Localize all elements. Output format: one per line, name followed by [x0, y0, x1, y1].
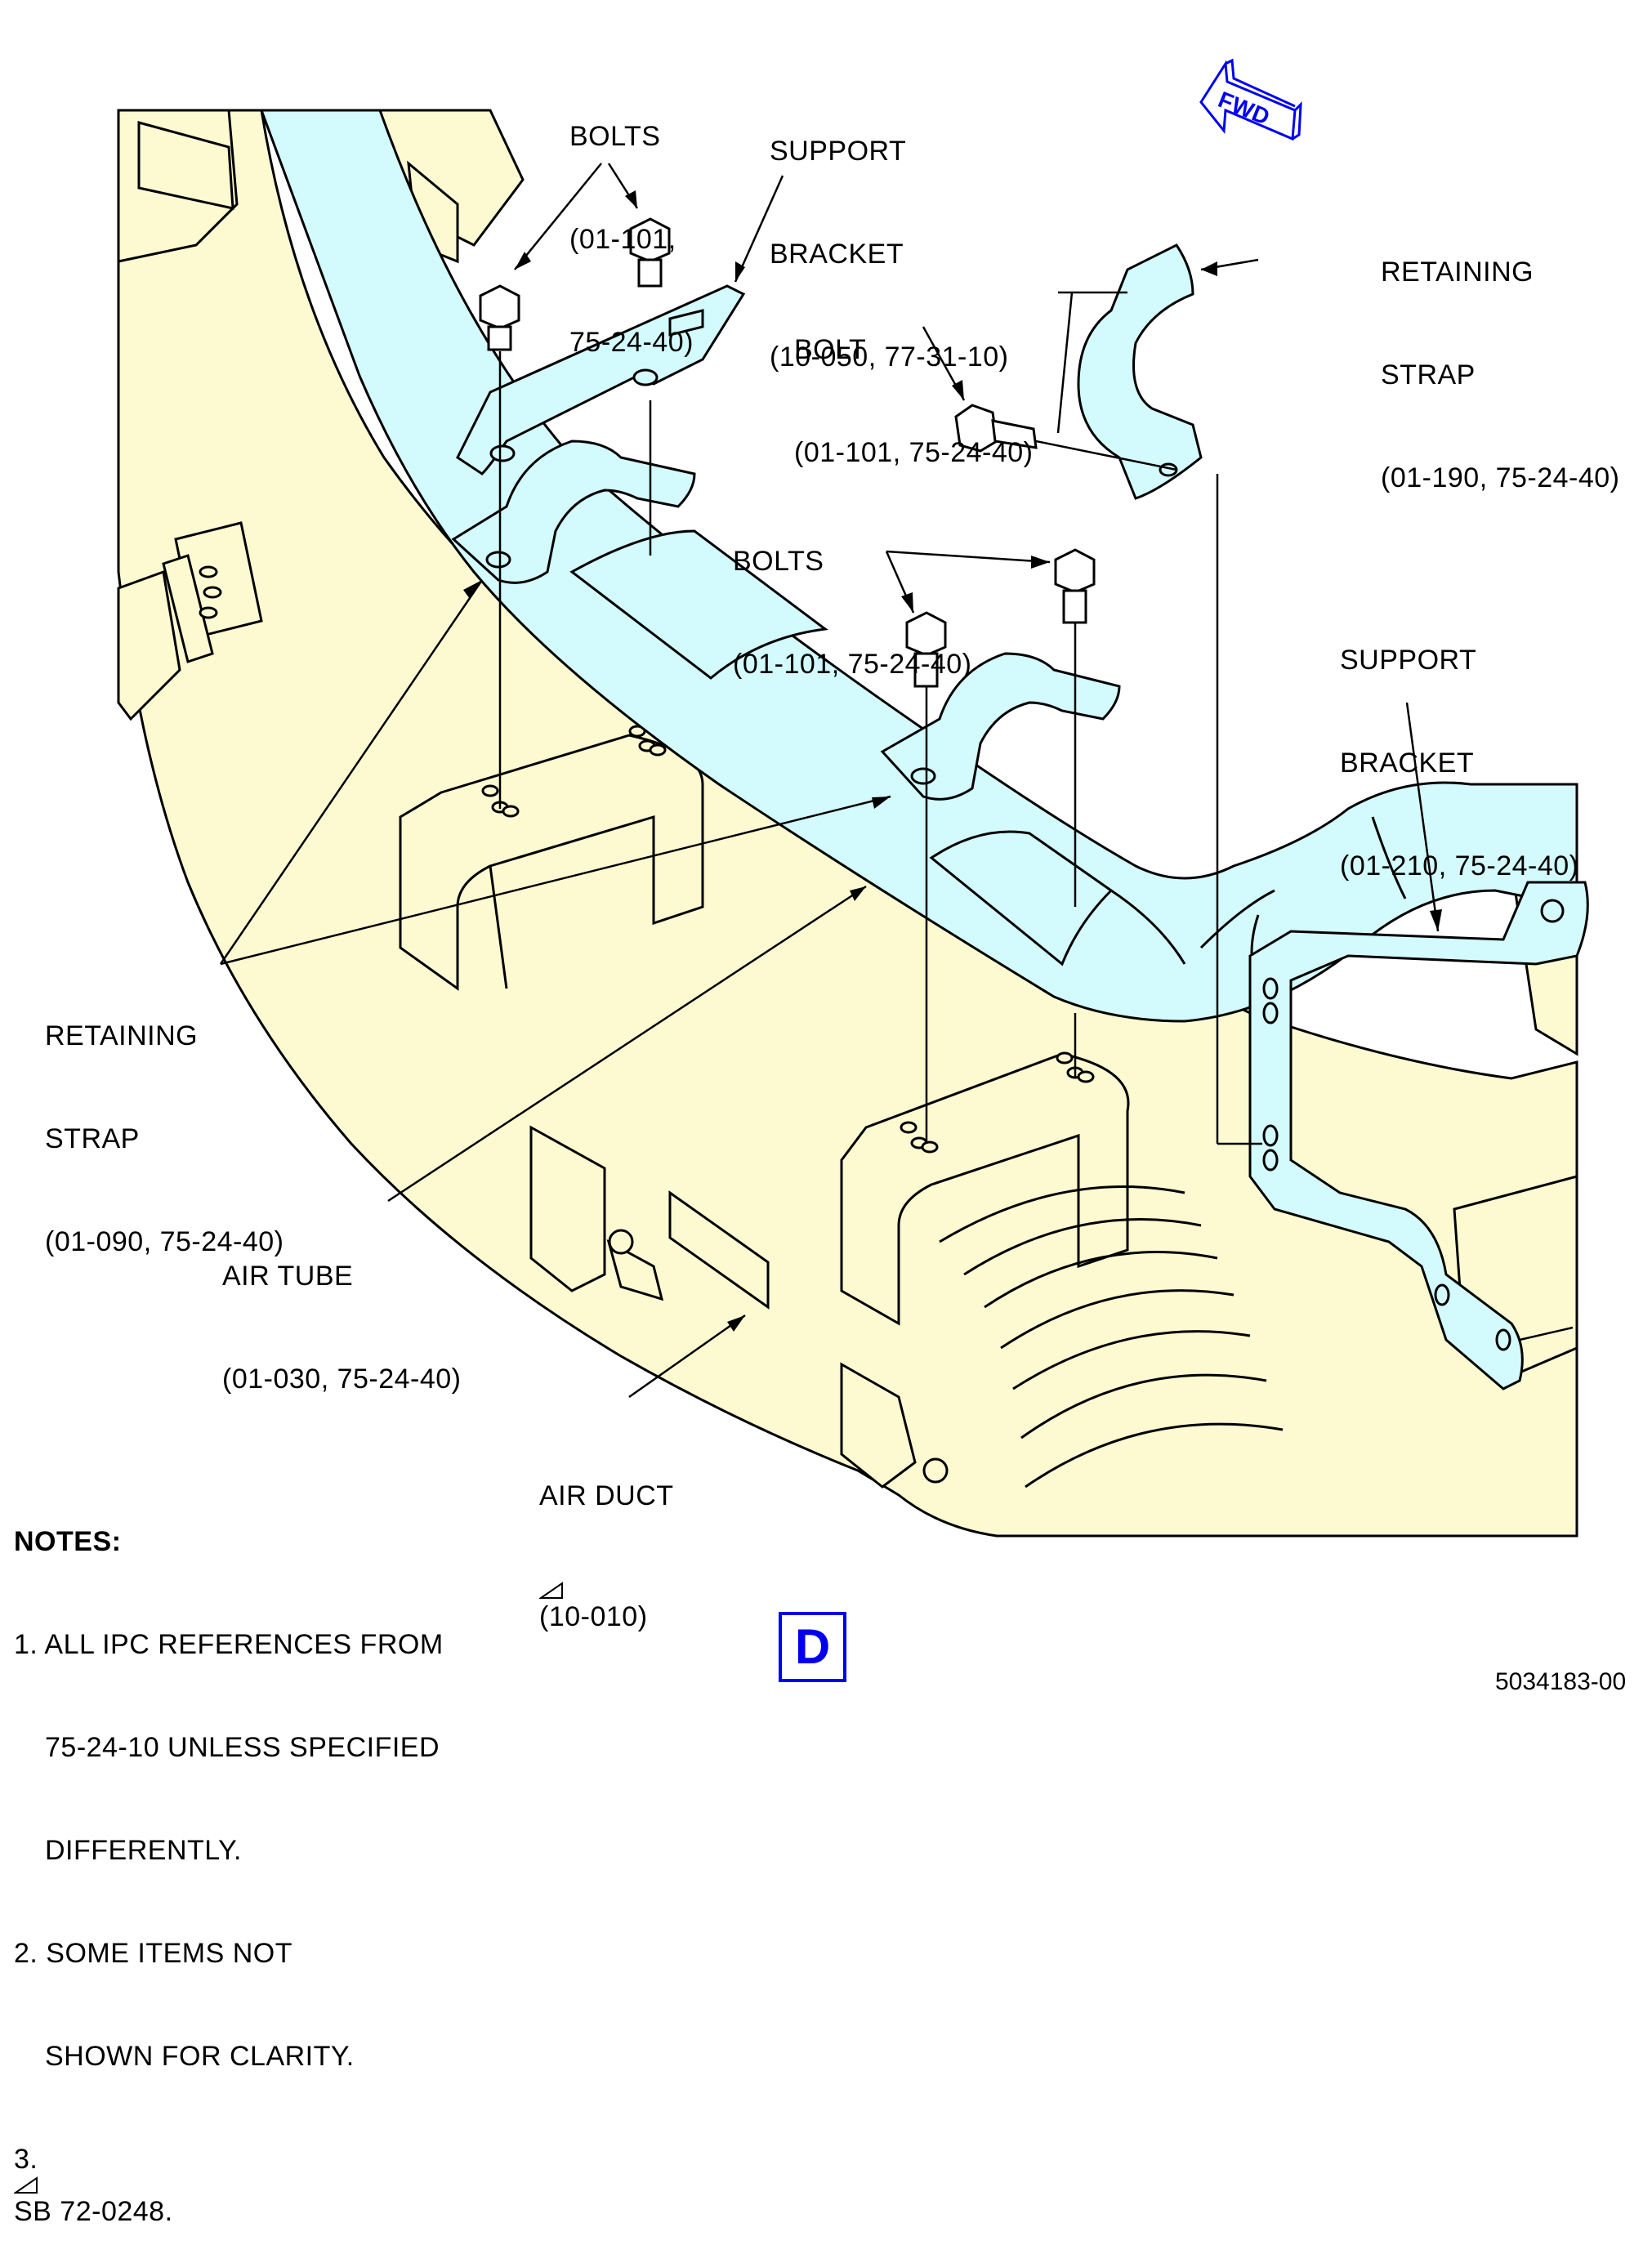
retaining-strap-01-190 [1077, 243, 1203, 500]
note-1-line-2: 75-24-10 UNLESS SPECIFIED [45, 1732, 440, 1763]
view-label: D [779, 1612, 846, 1682]
bolts-top-callout: BOLTS (01-101, 75-24-40) [569, 121, 694, 358]
note-1-line-1: 1. ALL IPC REFERENCES FROM [14, 1629, 444, 1660]
note-3-triangle-icon [14, 2176, 38, 2194]
bolts-mid-callout: BOLTS (01-101, 75-24-40) [733, 546, 972, 680]
support-bracket-01-210 [1248, 881, 1589, 1390]
support-bracket-10-050 [456, 284, 746, 475]
alignment-lines [498, 351, 1574, 1341]
bolts [479, 217, 1096, 688]
retaining-strap-right-callout: RETAINING STRAP (01-190, 75-24-40) [1381, 257, 1620, 493]
note-2-line-1: 2. SOME ITEMS NOT [14, 1938, 292, 1969]
support-bracket-right-callout: SUPPORT BRACKET (01-210, 75-24-40) [1340, 645, 1579, 882]
air-duct-callout: AIR DUCT (10-010) [539, 1480, 674, 1632]
retaining-strap-left-callout: RETAINING STRAP (01-090, 75-24-40) [45, 1020, 284, 1257]
note-2-line-2: SHOWN FOR CLARITY. [45, 2041, 355, 2072]
support-bracket-top-callout: SUPPORT BRACKET (10-050, 77-31-10) [770, 136, 1009, 373]
note-3: 3. SB 72-0248. [14, 2144, 173, 2227]
note-3-triangle-icon [539, 1582, 564, 1600]
bolt-single-callout: BOLT (01-101, 75-24-40) [794, 334, 1034, 468]
document-number: 5034183-00 [1495, 1668, 1627, 1695]
exploded-view-illustration [117, 109, 1589, 1538]
air-tube-callout: AIR TUBE (01-030, 75-24-40) [222, 1261, 462, 1395]
notes-title: NOTES: [14, 1526, 122, 1557]
note-1-line-3: DIFFERENTLY. [45, 1835, 242, 1866]
retaining-straps-01-090 [451, 440, 1121, 801]
leader-lines [219, 163, 1440, 1399]
notes-block: NOTES: 1. ALL IPC REFERENCES FROM 75-24-… [14, 1456, 444, 2263]
forward-direction-arrow-icon [1199, 58, 1302, 141]
leader-arrowheads [463, 190, 1442, 1332]
